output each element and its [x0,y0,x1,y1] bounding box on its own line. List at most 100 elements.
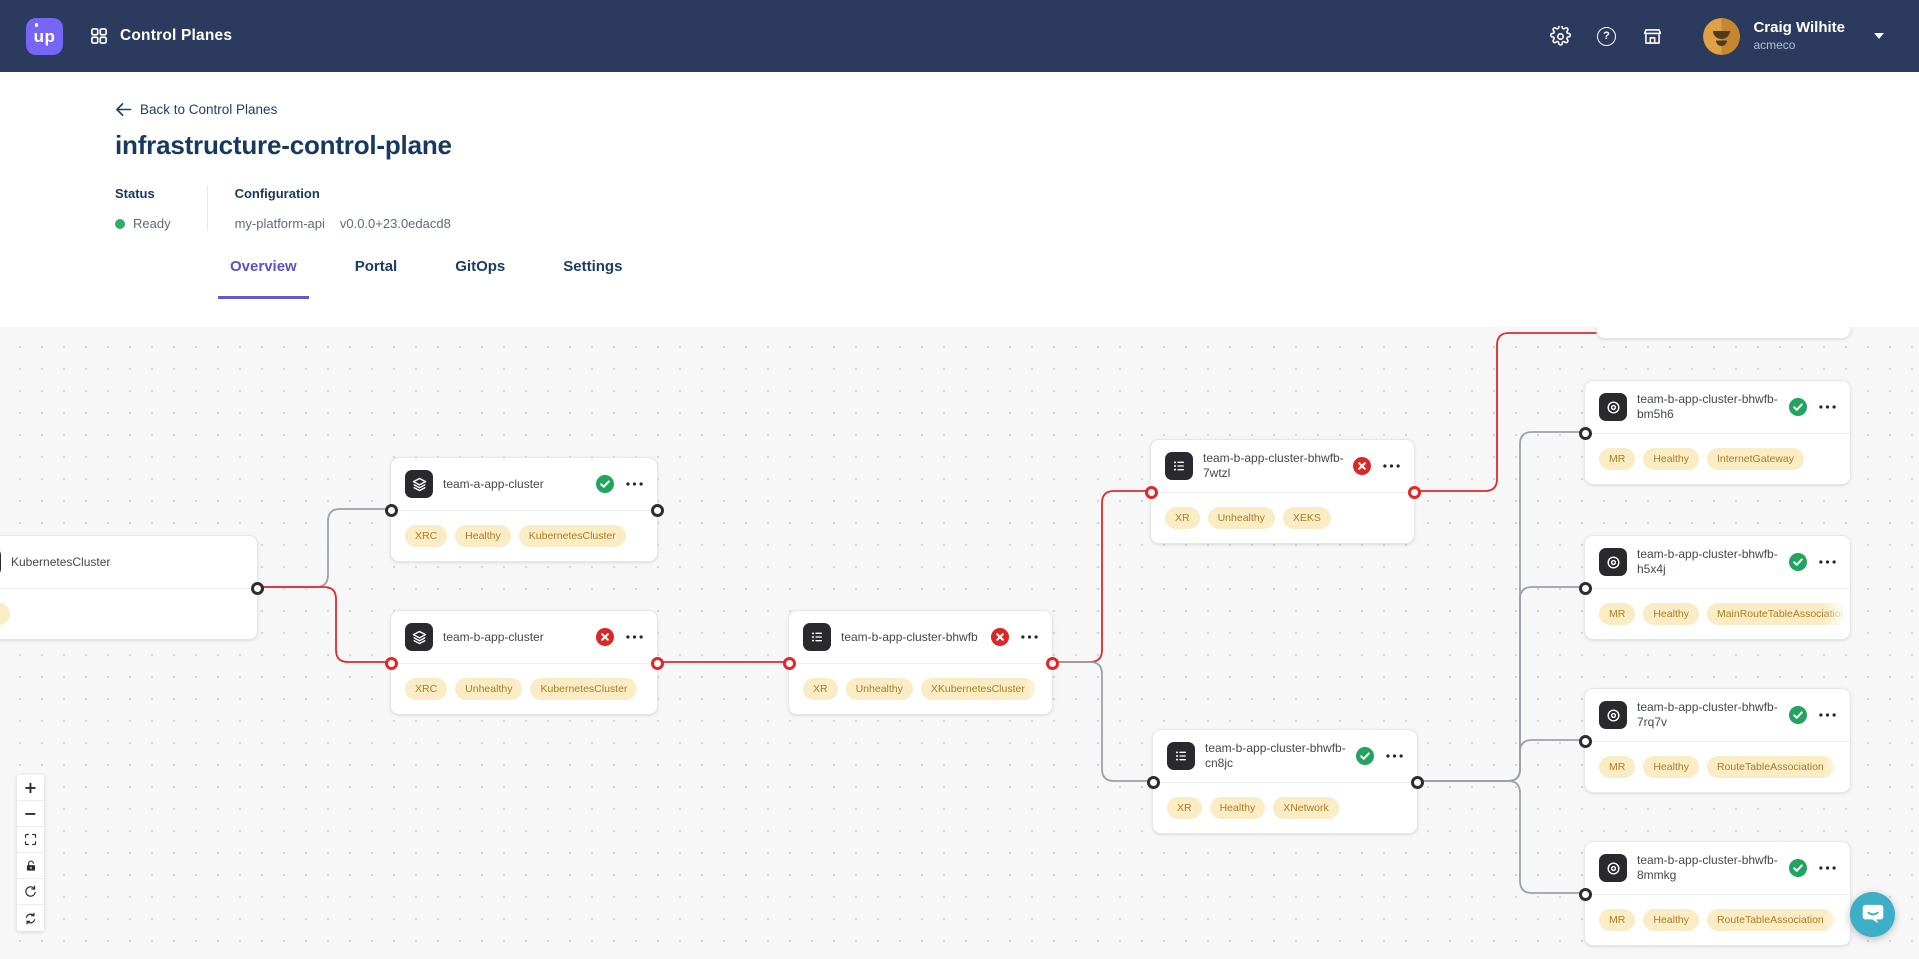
badge: Unhealthy [455,678,523,700]
back-arrow-icon [116,103,132,116]
node-divider [1153,782,1417,783]
left-connection-handle[interactable] [1578,581,1592,595]
healthy-status-icon [596,475,614,493]
zoom-out-button[interactable]: − [17,801,44,827]
right-connection-handle[interactable] [250,581,264,595]
ellipsis-menu-button[interactable] [1381,461,1402,471]
badge: XNetwork [1273,797,1339,819]
page-header: Back to Control Planes infrastructure-co… [0,72,1919,299]
ellipsis-menu-button[interactable] [1384,751,1405,761]
healthy-status-icon [1789,859,1807,877]
tab-settings[interactable]: Settings [563,258,623,275]
badge: Unhealthy [845,678,913,700]
right-connection-handle[interactable] [1410,775,1424,789]
right-connection-handle[interactable] [650,656,664,670]
configuration-name[interactable]: my-platform-api [234,216,325,231]
user-block[interactable]: Craig Wilhite acmeco [1753,20,1845,52]
unhealthy-status-icon [1353,457,1371,475]
tab-overview[interactable]: Overview [218,258,309,299]
status-value: Ready [133,216,171,231]
badge: XEKS [1282,507,1331,529]
nodes-layer: K KubernetesCluster API team-a-app-clust… [0,327,1919,959]
ellipsis-menu-button[interactable] [1817,557,1838,567]
reload-button[interactable] [17,879,44,905]
left-connection-handle[interactable] [782,656,796,670]
k8s-icon: K [0,548,1,576]
help-icon[interactable]: ? [1595,25,1617,47]
configuration-label: Configuration [234,186,320,201]
partial-node[interactable] [1596,327,1851,339]
right-connection-handle[interactable] [1407,485,1421,499]
user-avatar[interactable] [1703,17,1741,55]
target-icon [1599,548,1627,576]
left-connection-handle[interactable] [384,656,398,670]
badge: API [0,603,10,625]
badge: RouteTableAssociation [1706,909,1834,931]
left-connection-handle[interactable] [1578,426,1592,440]
left-connection-handle[interactable] [1578,887,1592,901]
upbound-logo[interactable]: up [26,17,63,55]
badge: Healthy [1643,756,1699,778]
node-divider [1585,894,1850,895]
ellipsis-menu-button[interactable] [1817,863,1838,873]
left-connection-handle[interactable] [1144,485,1158,499]
badge: XR [803,678,838,700]
badge: Healthy [1643,909,1699,931]
ellipsis-menu-button[interactable] [1019,632,1040,642]
ellipsis-menu-button[interactable] [1817,402,1838,412]
list-icon [1165,452,1193,480]
settings-gear-icon[interactable] [1549,25,1571,47]
node-badges: API [0,589,257,639]
badge: MR [1599,448,1636,470]
badge: KubernetesCluster [530,678,638,700]
healthy-status-icon [1789,398,1807,416]
zoom-in-button[interactable]: + [17,775,44,801]
marketplace-icon[interactable] [1641,25,1663,47]
ellipsis-menu-button[interactable] [624,632,645,642]
left-connection-handle[interactable] [1578,734,1592,748]
ellipsis-menu-button[interactable] [624,479,645,489]
badge: Healthy [1643,448,1699,470]
list-icon [803,623,831,651]
fit-view-button[interactable] [17,827,44,853]
right-connection-handle[interactable] [650,503,664,517]
tab-portal[interactable]: Portal [354,258,398,275]
node-title: team-b-app-cluster [443,629,544,644]
graph-node-team-b-app-cluster[interactable]: team-b-app-cluster XRC Unhealthy Kubernete… [384,610,664,715]
node-divider [0,588,257,589]
graph-node-team-b-app-cluster-bhwfb-7rq7v[interactable]: team-b-app-cluster-bhwfb-7rq7v MR Healthy… [1578,688,1851,793]
ellipsis-menu-button[interactable] [1817,710,1838,720]
chevron-down-icon[interactable] [1873,32,1885,40]
healthy-status-icon [1789,706,1807,724]
badge: MR [1599,756,1636,778]
graph-node-kubernetes-cluster[interactable]: K KubernetesCluster API [0,535,264,640]
back-to-control-planes-link[interactable]: Back to Control Planes [115,102,277,117]
healthy-status-icon [1356,747,1374,765]
tab-gitops[interactable]: GitOps [455,258,506,275]
badge: MR [1599,909,1636,931]
badge: XRC [405,678,448,700]
sync-button[interactable] [17,905,44,931]
user-org: acmeco [1753,37,1796,52]
lock-button[interactable] [17,853,44,879]
ready-status-dot [115,218,125,229]
left-connection-handle[interactable] [384,503,398,517]
chat-launcher-button[interactable] [1850,892,1895,937]
left-connection-handle[interactable] [1146,775,1160,789]
resource-graph-canvas[interactable]: K KubernetesCluster API team-a-app-clust… [0,327,1919,959]
right-connection-handle[interactable] [1045,656,1059,670]
node-title: team-b-app-cluster-bhwfb-7rq7v [1637,700,1778,729]
